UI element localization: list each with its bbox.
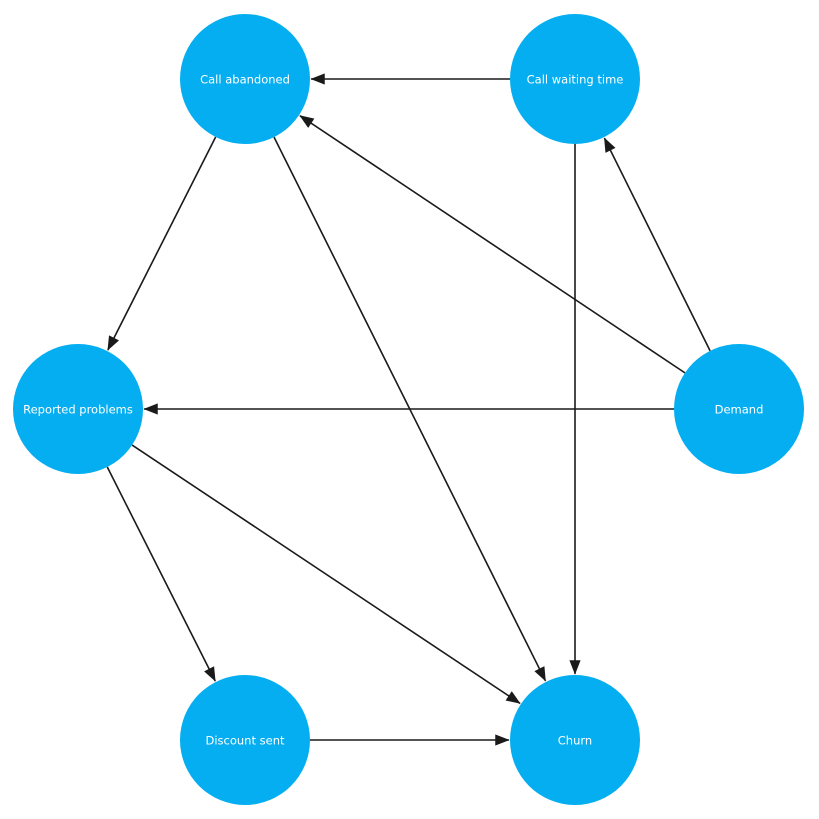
node-demand[interactable]: Demand xyxy=(674,344,804,474)
node-circle-demand[interactable] xyxy=(674,344,804,474)
node-circle-churn[interactable] xyxy=(510,675,640,805)
edge-reported_problems-to-discount_sent xyxy=(106,466,216,682)
node-discount_sent[interactable]: Discount sent xyxy=(180,675,310,805)
node-call_waiting_time[interactable]: Call waiting time xyxy=(510,14,640,144)
node-circle-discount_sent[interactable] xyxy=(180,675,310,805)
node-circle-reported_problems[interactable] xyxy=(13,344,143,474)
edge-call_abandoned-to-churn xyxy=(273,136,547,682)
node-circle-call_waiting_time[interactable] xyxy=(510,14,640,144)
node-churn[interactable]: Churn xyxy=(510,675,640,805)
node-reported_problems[interactable]: Reported problems xyxy=(13,344,143,474)
edge-demand-to-call_waiting_time xyxy=(603,137,711,352)
edge-call_abandoned-to-reported_problems xyxy=(107,136,217,351)
edge-reported_problems-to-churn xyxy=(131,444,521,705)
node-circle-call_abandoned[interactable] xyxy=(180,14,310,144)
node-call_abandoned[interactable]: Call abandoned xyxy=(180,14,310,144)
edges-layer xyxy=(106,73,711,746)
edge-demand-to-call_abandoned xyxy=(299,114,686,374)
